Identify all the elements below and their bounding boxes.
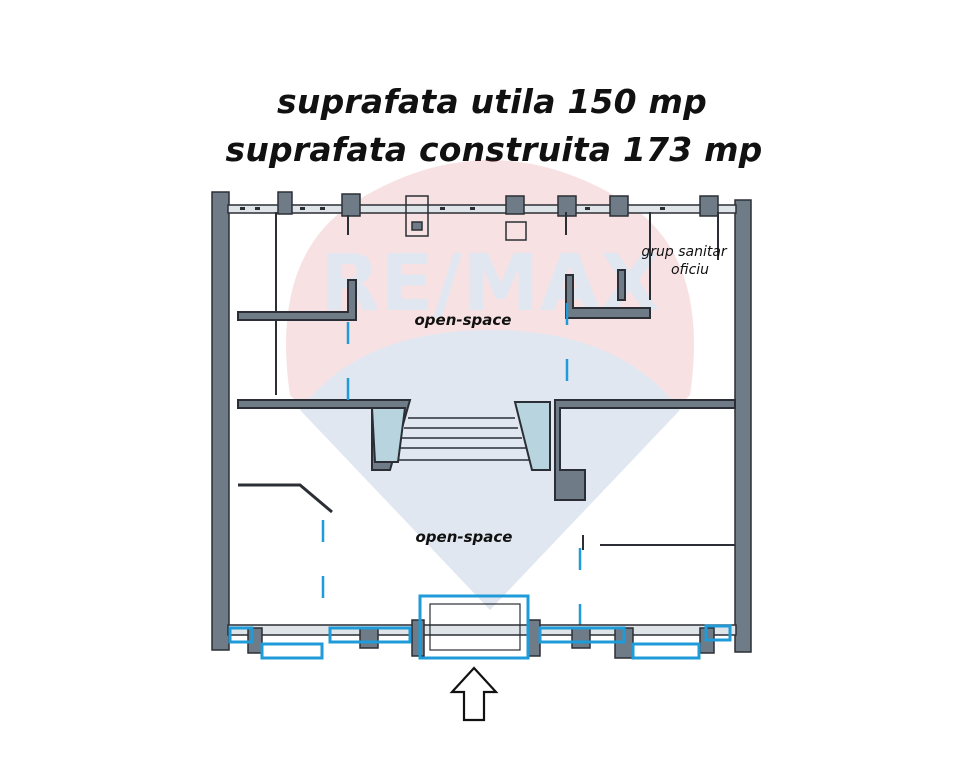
entrance-door — [418, 594, 530, 660]
usable-area-text: suprafata utila 150 mp — [277, 82, 707, 121]
stairs — [398, 417, 530, 461]
left-room-wall — [237, 279, 357, 321]
window — [260, 642, 324, 660]
right-wall — [734, 199, 752, 653]
top-pier — [505, 195, 525, 215]
stair-left-void — [370, 407, 407, 463]
top-pier — [609, 195, 629, 217]
bottom-wall — [227, 619, 737, 659]
top-pier — [405, 195, 429, 237]
top-pier — [411, 221, 423, 231]
window — [538, 626, 626, 644]
stair-right-wall — [554, 399, 736, 501]
diagonal-wall — [238, 483, 333, 514]
open-space-boundaries — [321, 303, 582, 625]
window — [328, 626, 412, 644]
window — [631, 642, 701, 660]
outer-walls — [211, 191, 752, 653]
window — [704, 624, 732, 642]
balloon-shape — [286, 160, 694, 610]
stair-right-void — [513, 401, 551, 471]
top-wall — [227, 204, 737, 214]
up-arrow-icon — [449, 666, 499, 722]
window — [228, 626, 254, 644]
top-pier — [341, 193, 361, 217]
open-space-label-top: open-space — [415, 311, 512, 329]
left-wall — [211, 191, 230, 651]
open-space-label-bottom: open-space — [416, 528, 513, 546]
top-pier — [277, 191, 293, 215]
office-label: oficiu — [671, 262, 709, 278]
interior-walls — [237, 212, 736, 550]
windows — [228, 594, 732, 660]
top-pier — [505, 221, 527, 241]
balloon-lower — [300, 330, 680, 610]
top-wall-detail — [240, 207, 665, 210]
wc-label: grup sanitar — [641, 244, 728, 260]
top-pier — [699, 195, 719, 217]
built-area-text: suprafata construita 173 mp — [225, 130, 763, 169]
